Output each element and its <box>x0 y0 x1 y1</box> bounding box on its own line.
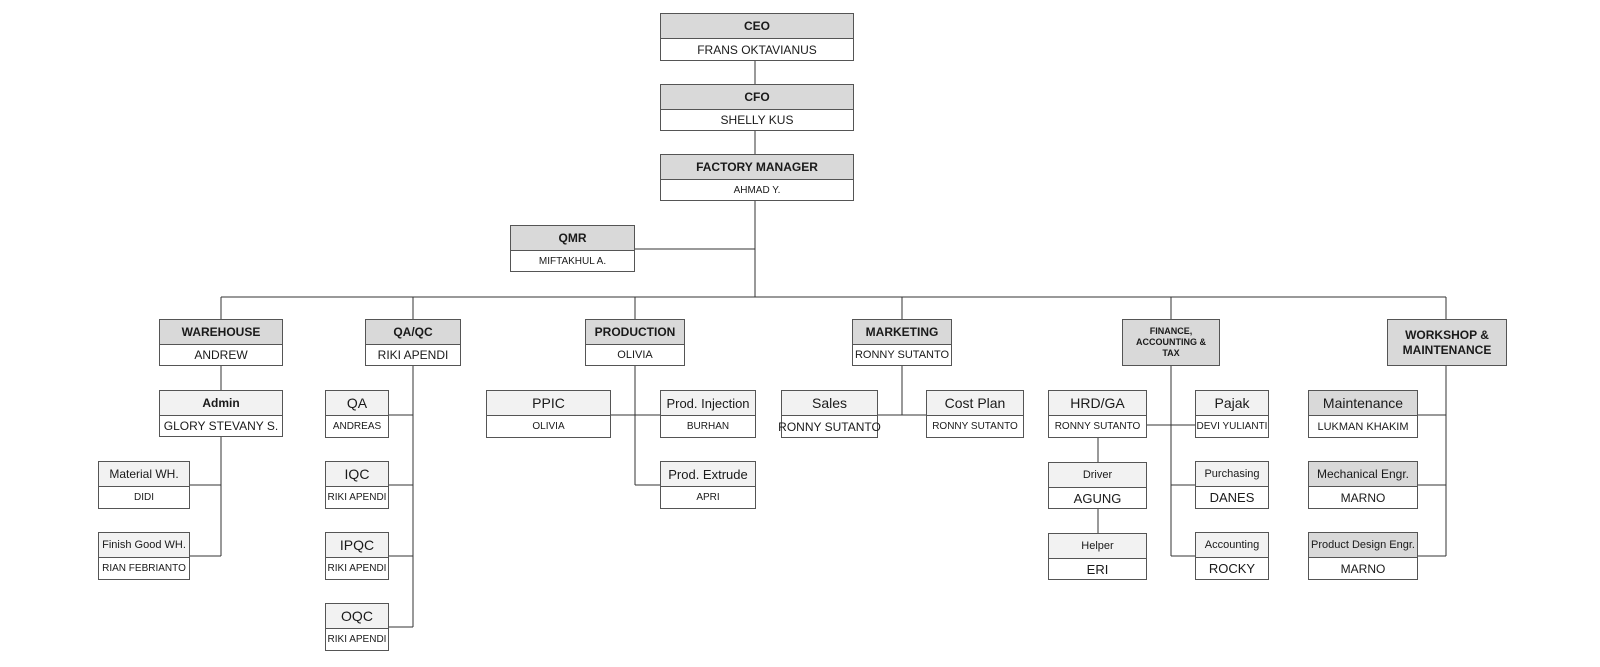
warehouse-box: WAREHOUSE ANDREW <box>159 319 283 366</box>
prod-extrude-name: APRI <box>696 492 720 503</box>
ppic-name: OLIVIA <box>532 421 565 432</box>
cost-plan-title: Cost Plan <box>927 391 1023 416</box>
qa-box: QA ANDREAS <box>325 390 389 438</box>
ceo-name: FRANS OKTAVIANUS <box>697 42 817 57</box>
marketing-title: MARKETING <box>853 320 951 345</box>
hrd-ga-title: HRD/GA <box>1049 391 1146 416</box>
ipqc-box: IPQC RIKI APENDI <box>325 532 389 580</box>
product-design-engr-title: Product Design Engr. <box>1309 533 1417 558</box>
admin-box: Admin GLORY STEVANY S. <box>159 390 283 437</box>
accounting-box: Accounting ROCKY <box>1195 532 1269 580</box>
qa-title: QA <box>326 391 388 416</box>
ceo-box: CEO FRANS OKTAVIANUS <box>660 13 854 61</box>
iqc-name: RIKI APENDI <box>327 492 387 503</box>
iqc-box: IQC RIKI APENDI <box>325 461 389 509</box>
sales-title: Sales <box>782 391 877 416</box>
pajak-box: Pajak DEVI YULIANTI <box>1195 390 1269 438</box>
oqc-box: OQC RIKI APENDI <box>325 603 389 651</box>
production-title: PRODUCTION <box>586 320 684 345</box>
hrd-ga-name: RONNY SUTANTO <box>1054 421 1141 432</box>
oqc-name: RIKI APENDI <box>327 634 387 645</box>
ceo-title: CEO <box>661 14 853 39</box>
driver-box: Driver AGUNG <box>1048 462 1147 509</box>
warehouse-name: ANDREW <box>194 348 248 362</box>
purchasing-name: DANES <box>1209 490 1255 505</box>
marketing-name: RONNY SUTANTO <box>854 349 950 361</box>
material-wh-name: DIDI <box>134 492 154 503</box>
cfo-title: CFO <box>661 85 853 110</box>
qmr-title: QMR <box>511 226 634 251</box>
helper-name: ERI <box>1086 561 1109 577</box>
ipqc-title: IPQC <box>326 533 388 558</box>
cfo-name: SHELLY KUS <box>720 113 794 127</box>
qa-name: ANDREAS <box>332 421 382 432</box>
factory-manager-box: FACTORY MANAGER AHMAD Y. <box>660 154 854 201</box>
purchasing-box: Purchasing DANES <box>1195 461 1269 509</box>
qmr-name: MIFTAKHUL A. <box>538 255 607 267</box>
qmr-box: QMR MIFTAKHUL A. <box>510 225 635 272</box>
qaqc-box: QA/QC RIKI APENDI <box>365 319 461 366</box>
finance-box: FINANCE, ACCOUNTING & TAX <box>1122 319 1220 366</box>
cost-plan-name: RONNY SUTANTO <box>932 421 1018 432</box>
product-design-engr-box: Product Design Engr. MARNO <box>1308 532 1418 580</box>
warehouse-title: WAREHOUSE <box>160 320 282 345</box>
ppic-title: PPIC <box>487 391 610 416</box>
iqc-title: IQC <box>326 462 388 487</box>
mechanical-engr-name: MARNO <box>1340 490 1386 505</box>
oqc-title: OQC <box>326 604 388 629</box>
hrd-ga-box: HRD/GA RONNY SUTANTO <box>1048 390 1147 438</box>
finance-title: FINANCE, ACCOUNTING & TAX <box>1123 320 1219 365</box>
maintenance-box: Maintenance LUKMAN KHAKIM <box>1308 390 1418 438</box>
production-name: OLIVIA <box>617 349 653 361</box>
material-wh-box: Material WH. DIDI <box>98 461 190 509</box>
pajak-title: Pajak <box>1196 391 1268 416</box>
accounting-title: Accounting <box>1196 533 1268 558</box>
prod-injection-box: Prod. Injection BURHAN <box>660 390 756 438</box>
helper-title: Helper <box>1049 534 1146 559</box>
finish-good-wh-title: Finish Good WH. <box>99 533 189 558</box>
purchasing-title: Purchasing <box>1196 462 1268 487</box>
ppic-box: PPIC OLIVIA <box>486 390 611 438</box>
qaqc-title: QA/QC <box>366 320 460 345</box>
qaqc-name: RIKI APENDI <box>377 348 449 362</box>
prod-injection-name: BURHAN <box>686 421 730 432</box>
factory-manager-name: AHMAD Y. <box>733 184 781 196</box>
pajak-name: DEVI YULIANTI <box>1196 421 1268 432</box>
maintenance-title: Maintenance <box>1309 391 1417 416</box>
prod-extrude-title: Prod. Extrude <box>661 462 755 487</box>
accounting-name: ROCKY <box>1208 561 1256 576</box>
ipqc-name: RIKI APENDI <box>327 563 387 574</box>
workshop-box: WORKSHOP & MAINTENANCE <box>1387 319 1507 366</box>
product-design-engr-name: MARNO <box>1340 561 1386 576</box>
prod-injection-title: Prod. Injection <box>661 391 755 416</box>
sales-name: RONNY SUTANTO <box>778 419 881 434</box>
helper-box: Helper ERI <box>1048 533 1147 580</box>
sales-box: Sales RONNY SUTANTO <box>778 390 881 438</box>
marketing-box: MARKETING RONNY SUTANTO <box>852 319 952 366</box>
finish-good-wh-name: RIAN FEBRIANTO <box>102 563 186 574</box>
production-box: PRODUCTION OLIVIA <box>585 319 685 366</box>
finish-good-wh-box: Finish Good WH. RIAN FEBRIANTO <box>98 532 190 580</box>
driver-name: AGUNG <box>1073 490 1122 506</box>
workshop-title: WORKSHOP & MAINTENANCE <box>1388 320 1506 365</box>
mechanical-engr-title: Mechanical Engr. <box>1309 462 1417 487</box>
cfo-box: CFO SHELLY KUS <box>660 84 854 131</box>
material-wh-title: Material WH. <box>99 462 189 487</box>
factory-manager-title: FACTORY MANAGER <box>661 155 853 180</box>
admin-title: Admin <box>160 391 282 416</box>
admin-name: GLORY STEVANY S. <box>163 419 279 433</box>
cost-plan-box: Cost Plan RONNY SUTANTO <box>926 390 1024 438</box>
maintenance-name: LUKMAN KHAKIM <box>1317 420 1409 433</box>
prod-extrude-box: Prod. Extrude APRI <box>660 461 756 509</box>
mechanical-engr-box: Mechanical Engr. MARNO <box>1308 461 1418 509</box>
driver-title: Driver <box>1049 463 1146 488</box>
